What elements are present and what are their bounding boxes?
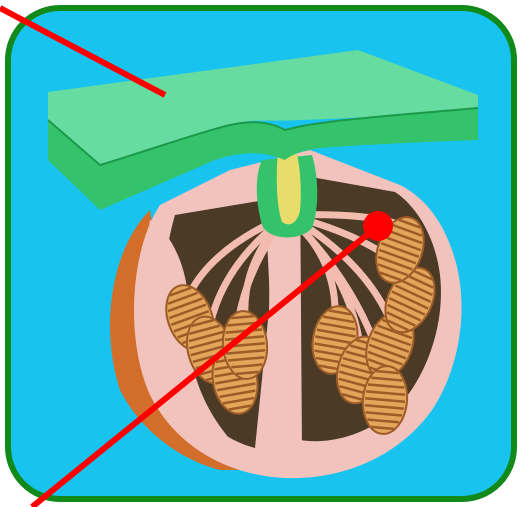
receptacle-core xyxy=(277,150,301,224)
pointer-dot-sporangium xyxy=(363,211,393,241)
receptacle xyxy=(257,150,318,237)
